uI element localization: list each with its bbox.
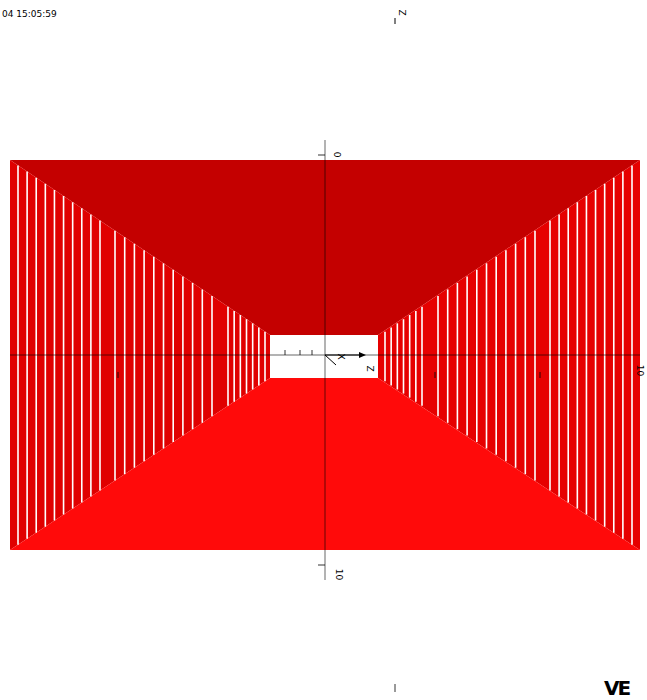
layer-line xyxy=(233,311,235,402)
axis-arrowhead xyxy=(359,352,366,358)
axis-tick xyxy=(285,350,286,355)
axis-tick xyxy=(540,372,541,378)
inner-window xyxy=(270,335,378,378)
layer-line xyxy=(549,221,551,491)
layer-line xyxy=(515,244,517,468)
layer-line xyxy=(246,319,248,393)
layer-line xyxy=(134,244,136,468)
layer-line xyxy=(415,311,417,402)
axis-label: 10 xyxy=(334,569,343,580)
logo-text: VE xyxy=(604,678,629,698)
timestamp: 04 15:05:59 xyxy=(2,10,57,19)
layer-line xyxy=(447,289,449,422)
layer-line xyxy=(264,332,266,382)
layer-line xyxy=(524,237,526,474)
axis-tick xyxy=(395,684,396,692)
layer-line xyxy=(252,323,254,389)
layer-line xyxy=(505,250,507,461)
layer-line xyxy=(202,289,204,422)
layer-line xyxy=(240,315,242,398)
layer-line xyxy=(163,263,165,448)
layer-line xyxy=(192,283,194,429)
layer-line xyxy=(153,257,155,455)
axis-arrow xyxy=(325,355,336,365)
axis-tick xyxy=(435,372,436,378)
layer-line xyxy=(466,276,468,435)
layer-line xyxy=(586,196,588,515)
layer-line xyxy=(558,214,560,496)
layer-line xyxy=(577,202,579,508)
layer-line xyxy=(409,315,411,398)
layer-line xyxy=(143,250,145,461)
layer-line xyxy=(172,270,174,442)
axis-tick xyxy=(318,565,325,566)
axis-label: X xyxy=(336,353,345,359)
layer-line xyxy=(211,296,213,416)
layer-line xyxy=(486,263,488,448)
axis-tick xyxy=(300,350,301,355)
layer-line xyxy=(567,208,569,502)
axis-tick xyxy=(312,350,313,355)
layer-line xyxy=(457,283,459,429)
axis-tick xyxy=(395,18,396,24)
layer-line xyxy=(403,319,405,393)
layer-line xyxy=(182,276,184,435)
layer-line xyxy=(90,214,92,496)
layer-line xyxy=(476,270,478,442)
layer-line xyxy=(384,332,386,382)
layer-line xyxy=(63,196,65,515)
layer-line xyxy=(99,221,101,491)
layer-line xyxy=(495,257,497,455)
layer-line xyxy=(390,327,392,385)
layer-line xyxy=(421,307,423,406)
layer-line xyxy=(397,323,399,389)
layer-line xyxy=(227,307,229,406)
axis-tick xyxy=(318,155,325,156)
layer-line xyxy=(72,202,74,508)
axis-label: Z xyxy=(397,9,406,15)
layer-line xyxy=(258,327,260,385)
layer-line xyxy=(81,208,83,502)
axis-label: 10 xyxy=(635,365,644,376)
layer-line xyxy=(114,231,116,481)
axis-label: 0 xyxy=(332,152,341,158)
layer-line xyxy=(437,296,439,416)
axis-label: Z xyxy=(365,365,374,371)
layer-line xyxy=(534,231,536,481)
axis-tick xyxy=(118,372,119,378)
layer-line xyxy=(124,237,126,474)
axis-line xyxy=(325,140,326,580)
